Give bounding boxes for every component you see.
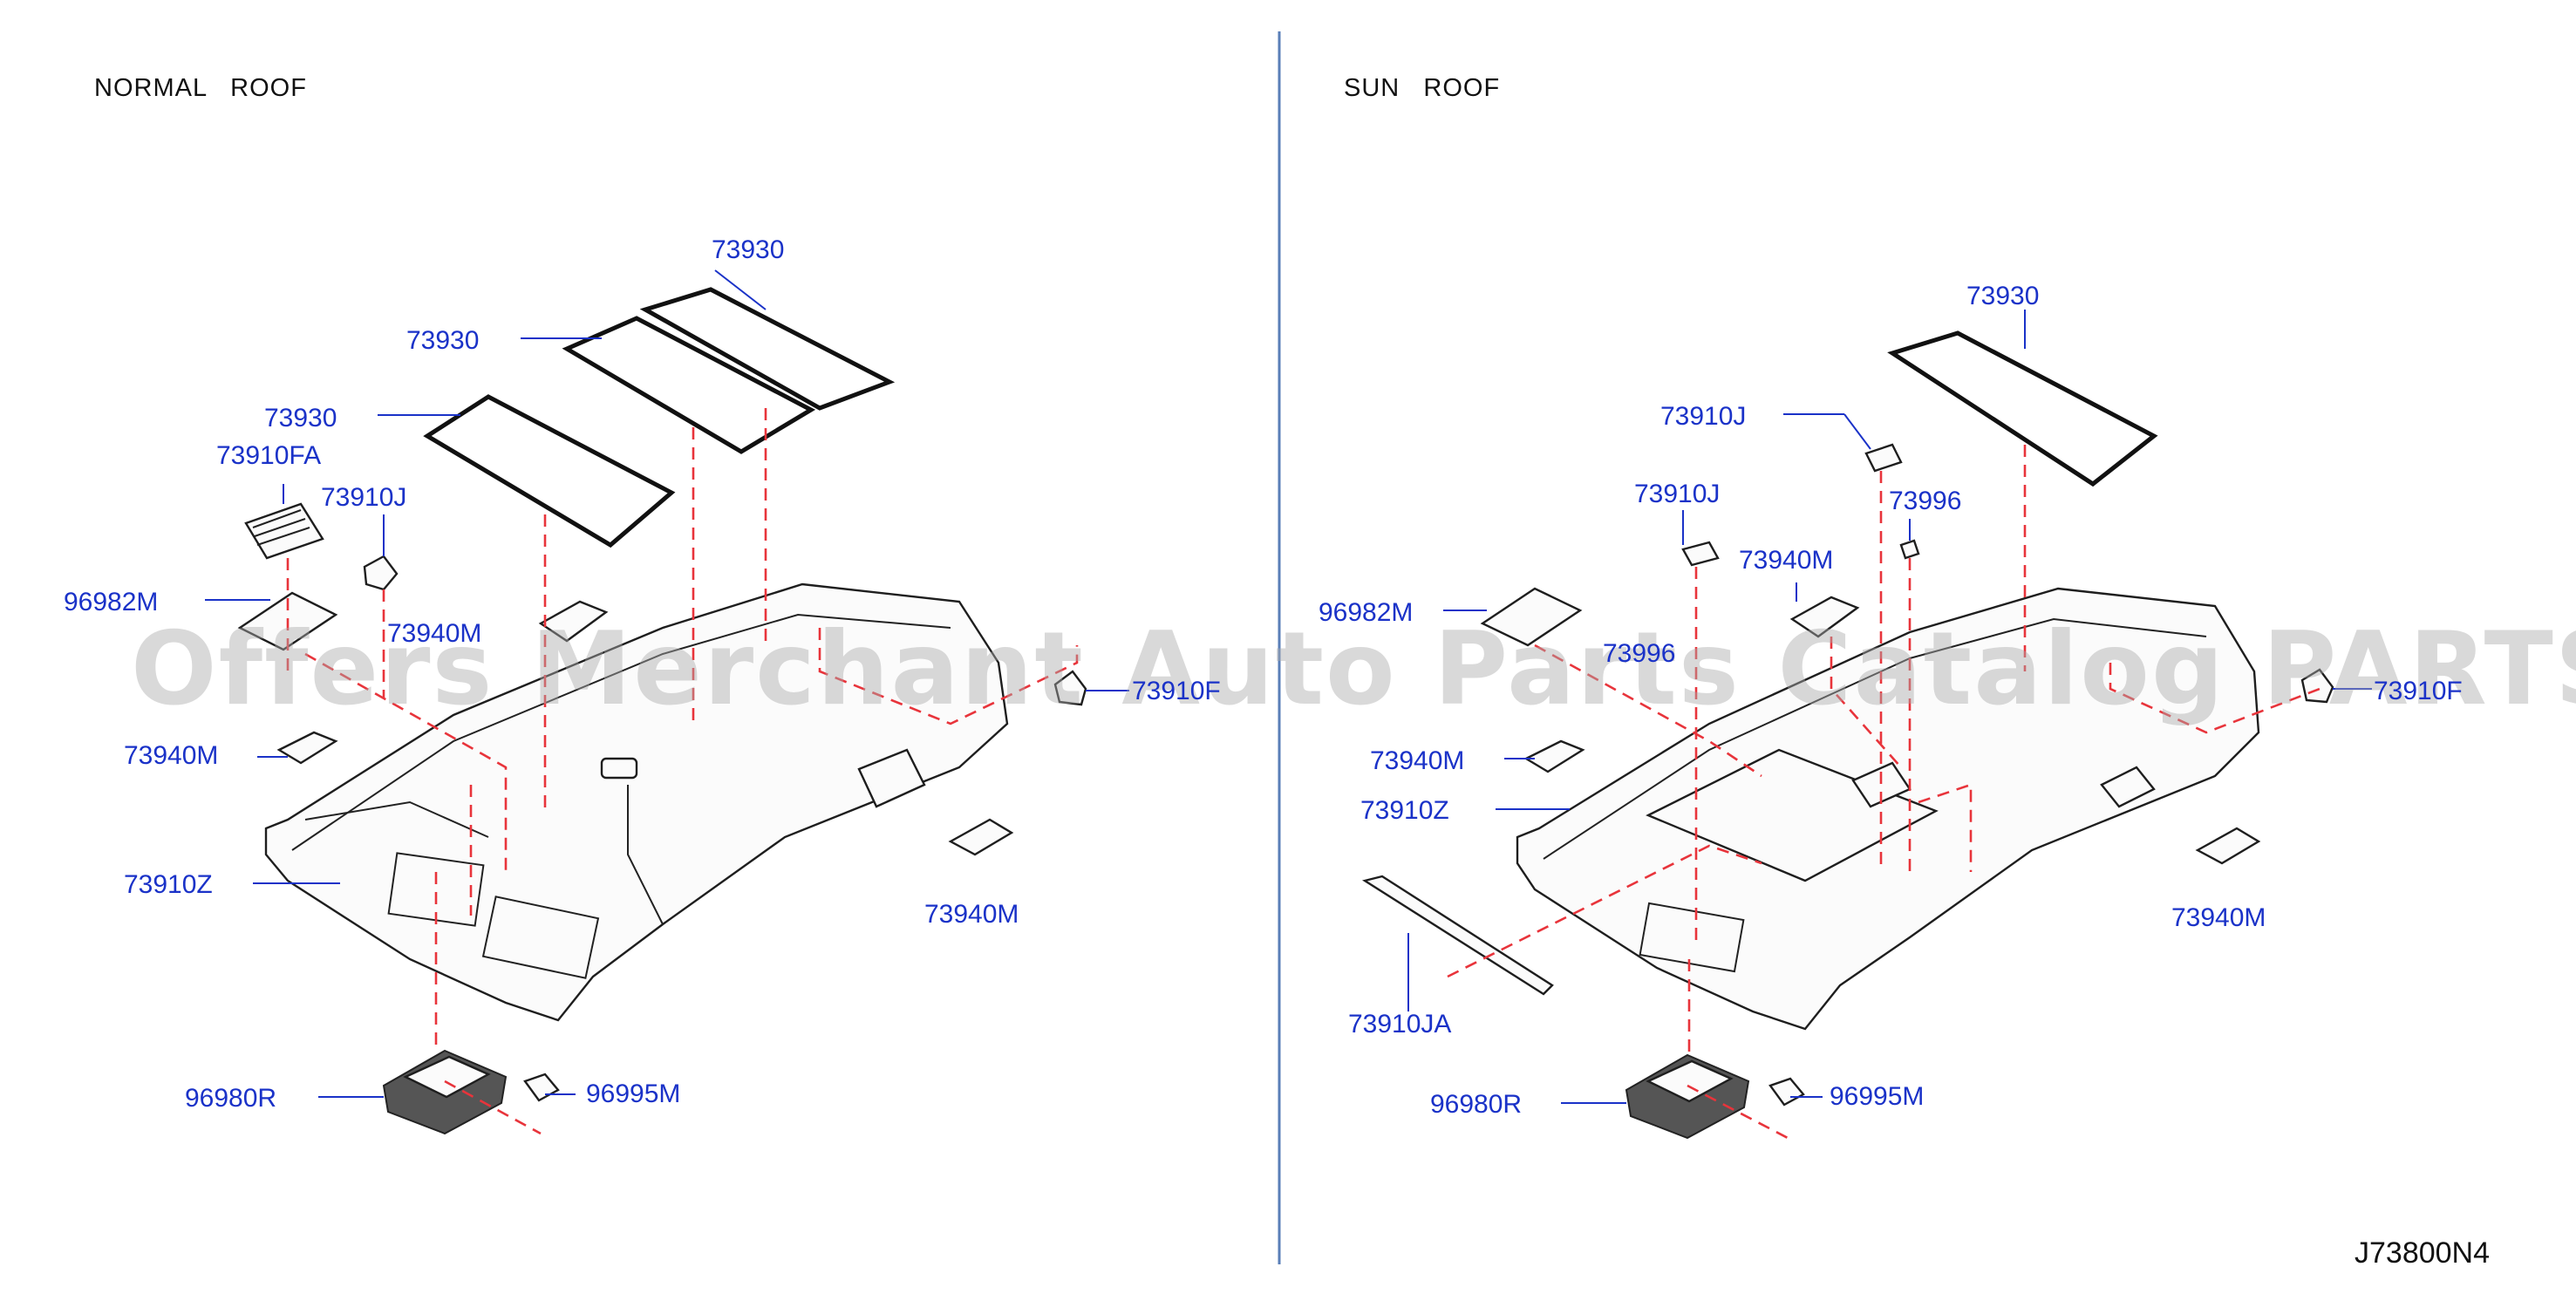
callout-left-73940M-upper[interactable]: 73940M: [387, 619, 482, 648]
callout-right-96980R[interactable]: 96980R: [1430, 1090, 1523, 1119]
left-roof-panels: [423, 287, 896, 548]
callout-left-73930-top[interactable]: 73930: [712, 235, 785, 264]
callout-left-96980R[interactable]: 96980R: [185, 1084, 277, 1113]
callout-right-73996-mid[interactable]: 73996: [1603, 639, 1676, 668]
left-small-parts: [237, 502, 1087, 1135]
diagram-code: J73800N4: [2355, 1236, 2491, 1270]
callout-right-73996-top[interactable]: 73996: [1889, 487, 1962, 515]
callout-left-73910FA[interactable]: 73910FA: [216, 441, 322, 470]
section-title-sun-roof: SUN ROOF: [1344, 74, 1501, 102]
callout-right-73940M-side[interactable]: 73940M: [1370, 746, 1465, 775]
right-dashed-lines: [1447, 445, 2320, 1140]
callout-right-73910JA[interactable]: 73910JA: [1348, 1010, 1452, 1039]
callout-left-73910F[interactable]: 73910F: [1132, 677, 1221, 705]
callout-left-73940M-right[interactable]: 73940M: [924, 900, 1019, 929]
section-title-normal-roof: NORMAL ROOF: [94, 74, 307, 102]
callout-left-73910J[interactable]: 73910J: [321, 483, 407, 512]
callout-right-73940M-upper[interactable]: 73940M: [1739, 546, 1834, 575]
right-leader-lines: [1407, 310, 2372, 1104]
left-dashed-lines: [286, 408, 1079, 1135]
callout-left-96982M[interactable]: 96982M: [64, 588, 159, 616]
callout-right-73910Z[interactable]: 73910Z: [1360, 796, 1449, 825]
callout-right-73940M-right[interactable]: 73940M: [2171, 903, 2266, 932]
right-headliner: [1516, 587, 2260, 1031]
callout-right-96995M[interactable]: 96995M: [1830, 1082, 1925, 1111]
watermark-text: Offers Merchant Auto Parts Catalog PARTS…: [131, 610, 2576, 728]
callout-left-73940M-side[interactable]: 73940M: [124, 741, 219, 770]
callout-left-96995M[interactable]: 96995M: [586, 1079, 681, 1108]
callout-right-73910J-lower[interactable]: 73910J: [1634, 480, 1721, 508]
callout-right-73910J-top[interactable]: 73910J: [1660, 402, 1747, 431]
right-small-parts: [1361, 443, 2334, 1140]
callout-left-73910Z[interactable]: 73910Z: [124, 870, 213, 899]
left-leader-lines: [205, 269, 1129, 1098]
callout-right-96982M[interactable]: 96982M: [1319, 598, 1414, 627]
right-roof-panel: [1887, 330, 2158, 487]
callout-left-73930-low[interactable]: 73930: [264, 404, 337, 432]
callout-right-73930[interactable]: 73930: [1966, 282, 2040, 310]
callout-left-73930-mid[interactable]: 73930: [406, 326, 480, 355]
left-headliner: [264, 582, 1009, 1022]
callout-right-73910F[interactable]: 73910F: [2374, 677, 2463, 705]
